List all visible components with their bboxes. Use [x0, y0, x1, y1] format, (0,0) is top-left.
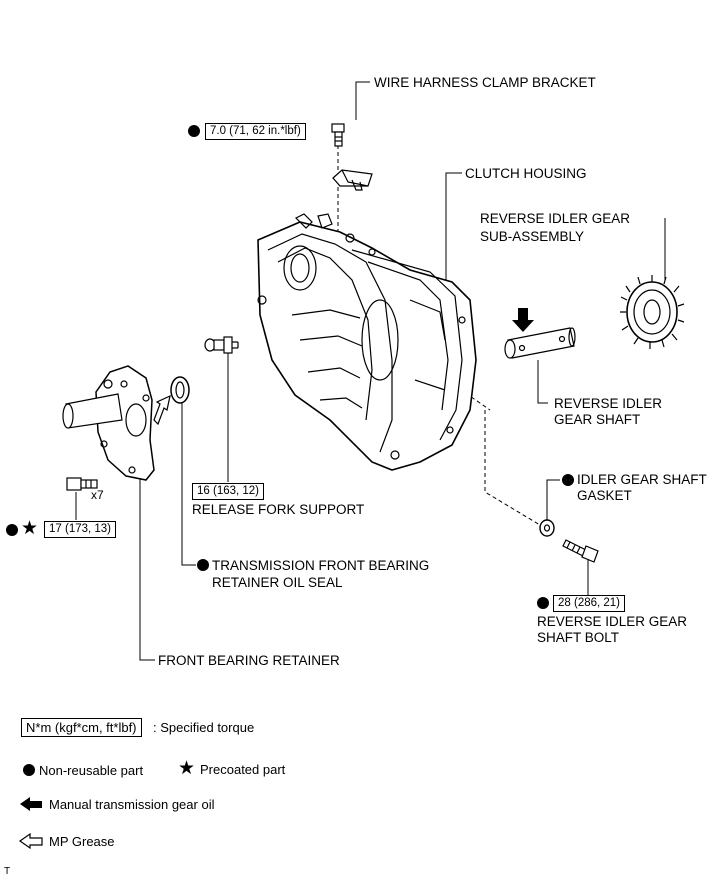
legend-mp-grease-arrow: [18, 832, 43, 850]
legend-non-reusable: Non-reusable part: [39, 763, 144, 778]
mp-grease-arrow: [153, 394, 171, 426]
torque-release-fork-support: 16 (163, 12): [192, 483, 265, 500]
footer-mark: T: [4, 866, 11, 877]
torque-clamp-bracket-bolt: 7.0 (71, 62 in.*lbf): [205, 123, 306, 140]
legend-mp-grease: MP Grease: [49, 834, 115, 849]
non-reusable-dot-icon: [537, 597, 549, 609]
clamp-bracket-bolt: [331, 123, 345, 147]
legend-torque-box: N*m (kgf*cm, ft*lbf): [21, 718, 142, 737]
legend-gear-oil: Manual transmission gear oil: [49, 797, 215, 812]
torque-front-bearing-retainer-bolt: 17 (173, 13): [44, 521, 117, 538]
non-reusable-dot-icon: [6, 524, 18, 536]
reverse-idler-gear-shaft: [504, 327, 576, 359]
label-idler-gear-shaft-gasket-line1: IDLER GEAR SHAFT: [577, 472, 707, 487]
precoated-star-icon: ★: [21, 517, 39, 539]
clamp-bracket: [332, 169, 373, 191]
gear-oil-arrow: [512, 308, 534, 332]
non-reusable-dot-icon: [23, 764, 35, 776]
label-tfb-oil-seal-line1: TRANSMISSION FRONT BEARING: [212, 558, 430, 573]
label-wire-harness-clamp-bracket: WIRE HARNESS CLAMP BRACKET: [374, 75, 596, 90]
front-bearing-retainer: [62, 365, 155, 481]
precoated-star-icon: ★: [178, 757, 196, 779]
legend-torque-desc: : Specified torque: [153, 720, 255, 735]
label-reverse-idler-gear-shaft-bolt-line1: REVERSE IDLER GEAR: [537, 614, 688, 629]
label-front-bearing-retainer: FRONT BEARING RETAINER: [158, 653, 340, 668]
label-clutch-housing: CLUTCH HOUSING: [465, 166, 587, 181]
torque-reverse-idler-gear-shaft-bolt: 28 (286, 21): [553, 595, 626, 612]
label-reverse-idler-gear-sub-line2: SUB-ASSEMBLY: [480, 229, 585, 244]
clutch-housing-body: [257, 213, 477, 471]
reverse-idler-gear: [620, 275, 685, 349]
oil-seal: [170, 376, 190, 404]
non-reusable-dot-icon: [188, 125, 200, 137]
legend-precoated: Precoated part: [200, 762, 286, 777]
label-reverse-idler-gear-shaft-line1: REVERSE IDLER: [554, 396, 663, 411]
non-reusable-dot-icon: [562, 474, 574, 486]
retainer-bolt: [66, 477, 98, 491]
idler-gear-shaft-gasket: [539, 519, 555, 537]
non-reusable-dot-icon: [197, 559, 209, 571]
label-reverse-idler-gear-sub-line1: REVERSE IDLER GEAR: [480, 211, 631, 226]
reverse-idler-gear-shaft-bolt: [562, 539, 599, 563]
label-bolt-qty: x7: [91, 488, 104, 502]
label-tfb-oil-seal-line2: RETAINER OIL SEAL: [212, 575, 343, 590]
label-idler-gear-shaft-gasket-line2: GASKET: [577, 488, 632, 503]
release-fork-support: [204, 336, 239, 354]
label-reverse-idler-gear-shaft-line2: GEAR SHAFT: [554, 412, 641, 427]
label-release-fork-support: RELEASE FORK SUPPORT: [192, 502, 365, 517]
legend-gear-oil-arrow: [20, 797, 42, 811]
label-reverse-idler-gear-shaft-bolt-line2: SHAFT BOLT: [537, 630, 620, 645]
